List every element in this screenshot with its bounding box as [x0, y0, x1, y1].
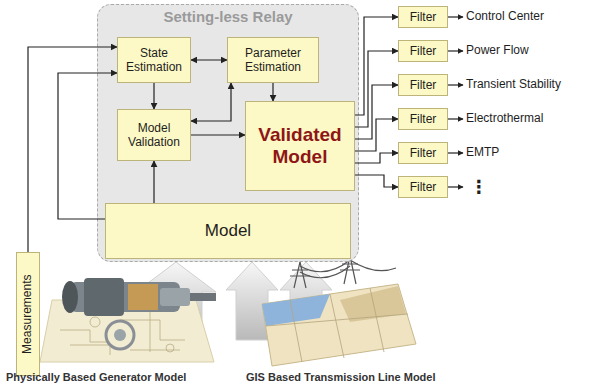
output-arrows [448, 17, 463, 187]
node-text: Parameter Estimation [232, 46, 314, 75]
node-text: Model [205, 221, 251, 241]
measurement-box: Measurements [16, 252, 40, 376]
node-text: State Estimation [122, 46, 186, 75]
connector-arrow [153, 83, 154, 109]
node-text: Filter [410, 44, 437, 58]
node-text: Filter [410, 146, 437, 160]
node-text: Filter [410, 180, 437, 194]
output-label: Power Flow [466, 43, 529, 57]
gis-map-illustration [262, 256, 416, 366]
node-text: Filter [410, 78, 437, 92]
connector-arrow [355, 175, 398, 187]
filter-box: Filter [398, 74, 448, 96]
node-text: Filter [410, 10, 437, 24]
connector-arrow [28, 47, 117, 252]
group-title: Setting-less Relay [98, 8, 358, 26]
output-label: Transient Stability [466, 77, 561, 91]
generator-illustration [40, 278, 216, 362]
filter-box: Filter [398, 6, 448, 28]
output-label: EMTP [466, 145, 499, 159]
connector-arrow [191, 59, 227, 60]
figure-caption: GIS Based Transmission Line Model [246, 371, 436, 383]
connector-arrow [153, 161, 154, 203]
process-box: State Estimation [117, 37, 191, 83]
connector-arrow [191, 134, 245, 135]
process-box: Model Validation [117, 109, 191, 161]
connector-arrow [355, 153, 398, 163]
node-text: Filter [410, 112, 437, 126]
model-box: Validated Model [245, 101, 355, 191]
relay-group: Setting-less RelayState Estimation Parame… [97, 4, 359, 262]
model-box: Model [105, 203, 351, 259]
connector-arrow [355, 119, 398, 151]
filter-box: Filter [398, 142, 448, 164]
node-text: Validated Model [250, 124, 350, 168]
connector-arrow [58, 73, 117, 219]
node-text: Model Validation [122, 121, 186, 150]
connector-arrow [355, 17, 398, 115]
output-label: Electrothermal [466, 111, 543, 125]
continuation-dots: ⋮ [470, 178, 488, 196]
connector-arrow [272, 83, 273, 101]
node-text: Measurements [21, 274, 35, 353]
connector-arrow [355, 51, 398, 127]
output-label: Control Center [466, 9, 544, 23]
connector-arrow [191, 83, 231, 121]
filter-box: Filter [398, 108, 448, 130]
filter-box: Filter [398, 176, 448, 198]
figure-caption: Physically Based Generator Model [6, 371, 186, 383]
filter-box: Filter [398, 40, 448, 62]
process-box: Parameter Estimation [227, 37, 319, 83]
